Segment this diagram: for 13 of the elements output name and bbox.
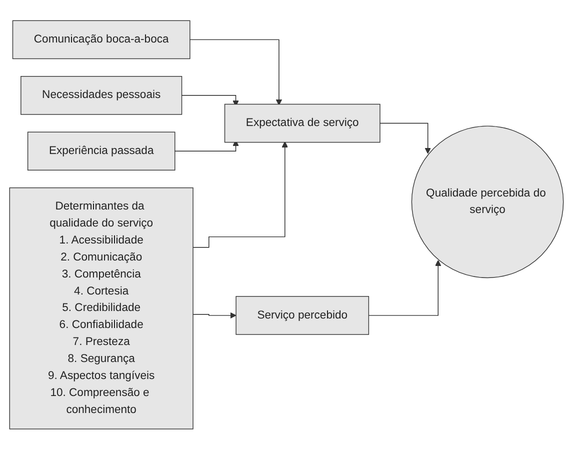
arrow bbox=[192, 312, 236, 319]
arrow bbox=[380, 123, 431, 154]
node-circle: Qualidade percebida do serviço bbox=[411, 126, 564, 278]
arrow bbox=[174, 140, 239, 152]
node-box: Serviço percebido bbox=[236, 296, 370, 336]
arrow bbox=[192, 142, 288, 248]
node-box: Determinantes da qualidade do serviço 1. Acessibilidade 2. Comunicação 3. Competência 4. Cortesia 5. Credibilidade 6. Confiabilidade 7. Presteza 8. Segurança 9. Aspectos tangíveis 10. Compreensão e conhecimento bbox=[9, 188, 194, 430]
arrow bbox=[368, 260, 442, 316]
node-box: Necessidades pessoais bbox=[20, 76, 182, 115]
arrow bbox=[190, 40, 282, 106]
node-box: Experiência passada bbox=[27, 132, 176, 171]
node-box: Expectativa de serviço bbox=[224, 104, 380, 143]
node-box: Comunicação boca-a-boca bbox=[12, 20, 190, 60]
